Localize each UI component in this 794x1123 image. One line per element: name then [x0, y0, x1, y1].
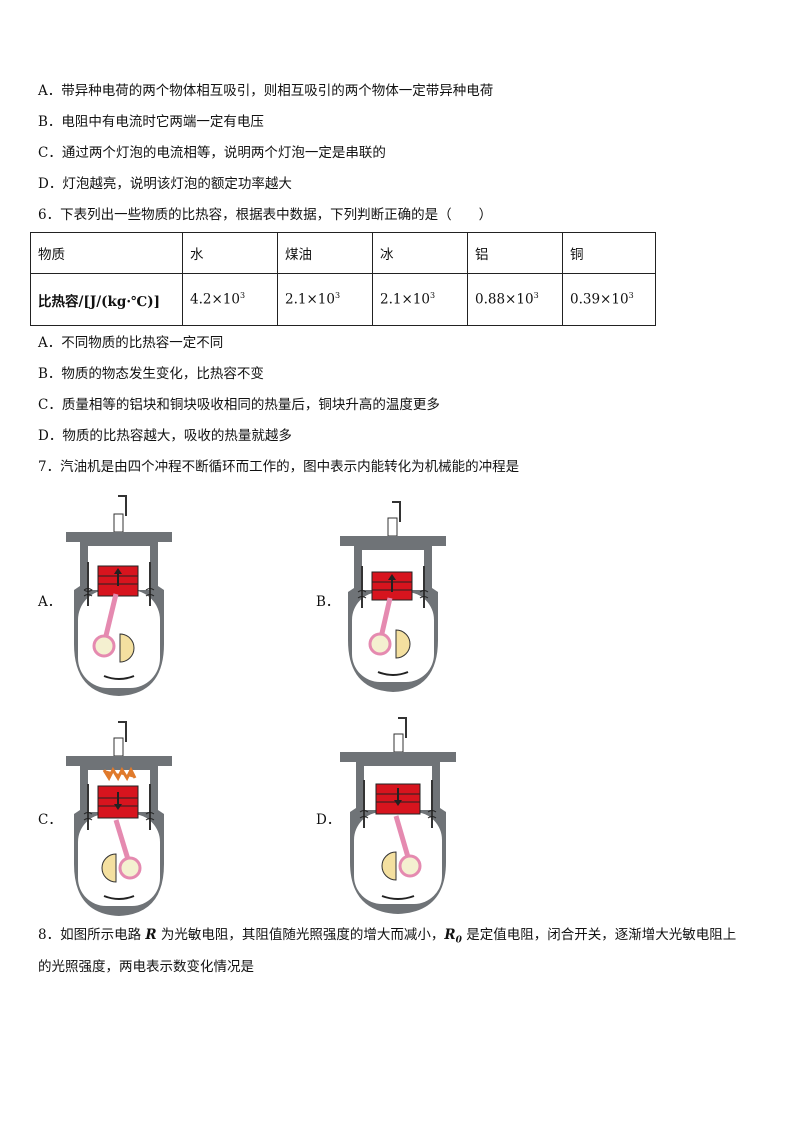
- q6-stem: 6．下表列出一些物质的比热容，根据表中数据，下列判断正确的是（ ）: [38, 207, 493, 223]
- table-header-row: 物质 水 煤油 冰 铝 铜: [30, 232, 656, 274]
- value-copper: 0.39×103: [562, 273, 656, 326]
- q6-option-d: D．物质的比热容越大，吸收的热量就越多: [38, 428, 292, 444]
- q7-label-c: C．: [38, 812, 62, 828]
- header-aluminum: 铝: [467, 232, 563, 274]
- row-label-specific-heat: 比热容/[J/(kg·℃)]: [30, 273, 183, 326]
- q6-option-c: C．质量相等的铝块和铜块吸收相同的热量后，铜块升高的温度更多: [38, 397, 440, 413]
- q8-line1: 8．如图所示电路 R 为光敏电阻，其阻值随光照强度的增大而减小，R0 是定值电阻…: [38, 927, 737, 946]
- q7-label-b: B．: [316, 594, 340, 610]
- table-value-row: 比热容/[J/(kg·℃)] 4.2×103 2.1×103 2.1×103 0…: [30, 273, 656, 326]
- q7-stem: 7．汽油机是由四个冲程不断循环而工作的，图中表示内能转化为机械能的冲程是: [38, 459, 520, 475]
- engine-diagram-a: [66, 495, 172, 696]
- value-kerosene: 2.1×103: [277, 273, 373, 326]
- value-aluminum: 0.88×103: [467, 273, 563, 326]
- header-kerosene: 煤油: [277, 232, 373, 274]
- header-water: 水: [182, 232, 278, 274]
- q5-option-a: A．带异种电荷的两个物体相互吸引，则相互吸引的两个物体一定带异种电荷: [38, 83, 494, 99]
- header-copper: 铜: [562, 232, 656, 274]
- engine-diagram-c: [66, 721, 172, 916]
- value-ice: 2.1×103: [372, 273, 468, 326]
- header-ice: 冰: [372, 232, 468, 274]
- engine-diagram-b: [340, 501, 446, 692]
- q5-option-c: C．通过两个灯泡的电流相等，说明两个灯泡一定是串联的: [38, 145, 386, 161]
- value-water: 4.2×103: [182, 273, 278, 326]
- q7-label-d: D．: [316, 812, 341, 828]
- engine-diagram-d: [340, 717, 456, 914]
- q6-option-a: A．不同物质的比热容一定不同: [38, 335, 224, 351]
- q8-line2: 的光照强度，两电表示数变化情况是: [38, 959, 254, 975]
- q5-option-d: D．灯泡越亮，说明该灯泡的额定功率越大: [38, 176, 292, 192]
- q5-option-b: B．电阻中有电流时它两端一定有电压: [38, 114, 264, 130]
- q6-option-b: B．物质的物态发生变化，比热容不变: [38, 366, 264, 382]
- q7-label-a: A．: [38, 594, 62, 610]
- specific-heat-table: 物质 水 煤油 冰 铝 铜 比热容/[J/(kg·℃)] 4.2×103 2.1…: [30, 232, 656, 326]
- header-substance: 物质: [30, 232, 183, 274]
